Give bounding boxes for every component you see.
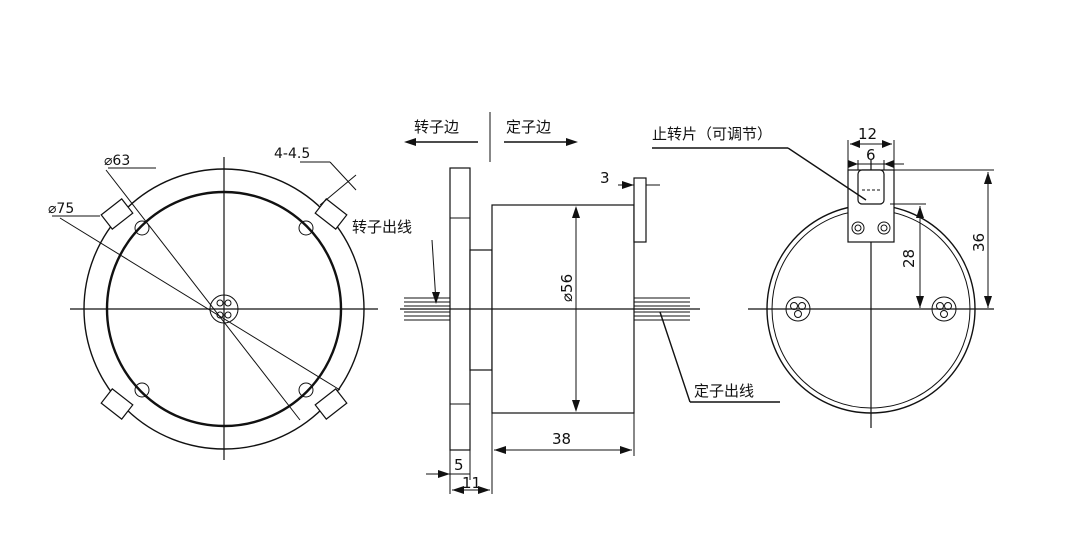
dim-tab-thickness: 3 — [600, 169, 610, 187]
dim-body-length: 38 — [552, 430, 571, 448]
mount-hole — [298, 220, 314, 236]
label-stop-tab: 止转片（可调节） — [652, 125, 772, 143]
flange-front-view: ⌀63 ⌀75 4-4.5 — [48, 146, 378, 460]
label-rotor-side: 转子边 — [414, 118, 459, 136]
dim-tab-height: 36 — [970, 233, 988, 252]
dim-d75: ⌀75 — [48, 201, 74, 217]
dim-body-diameter: ⌀56 — [558, 274, 576, 302]
dim-tab-slot: 6 — [866, 146, 876, 164]
dim-tab-width: 12 — [858, 125, 877, 143]
label-stator-side: 定子边 — [506, 118, 551, 136]
dim-d63: ⌀63 — [104, 153, 130, 169]
dim-slot: 4-4.5 — [274, 146, 310, 162]
stop-tab-front — [847, 169, 895, 243]
label-stator-outlet: 定子出线 — [694, 382, 754, 400]
mount-hole — [134, 220, 150, 236]
rotor-wires — [404, 297, 450, 321]
dim-flange-total: 11 — [462, 474, 481, 492]
flange-slots — [100, 198, 348, 420]
label-rotor-outlet: 转子出线 — [352, 218, 412, 236]
dim-flange-thickness: 5 — [454, 456, 464, 474]
stop-tab-side — [633, 177, 647, 243]
dim-tab-hole-height: 28 — [900, 249, 918, 268]
stator-end-view: 止转片（可调节） 12 6 28 36 — [652, 125, 994, 428]
mount-hole — [134, 382, 150, 398]
mount-hole — [298, 382, 314, 398]
side-view: 转子边 定子边 — [352, 112, 780, 494]
